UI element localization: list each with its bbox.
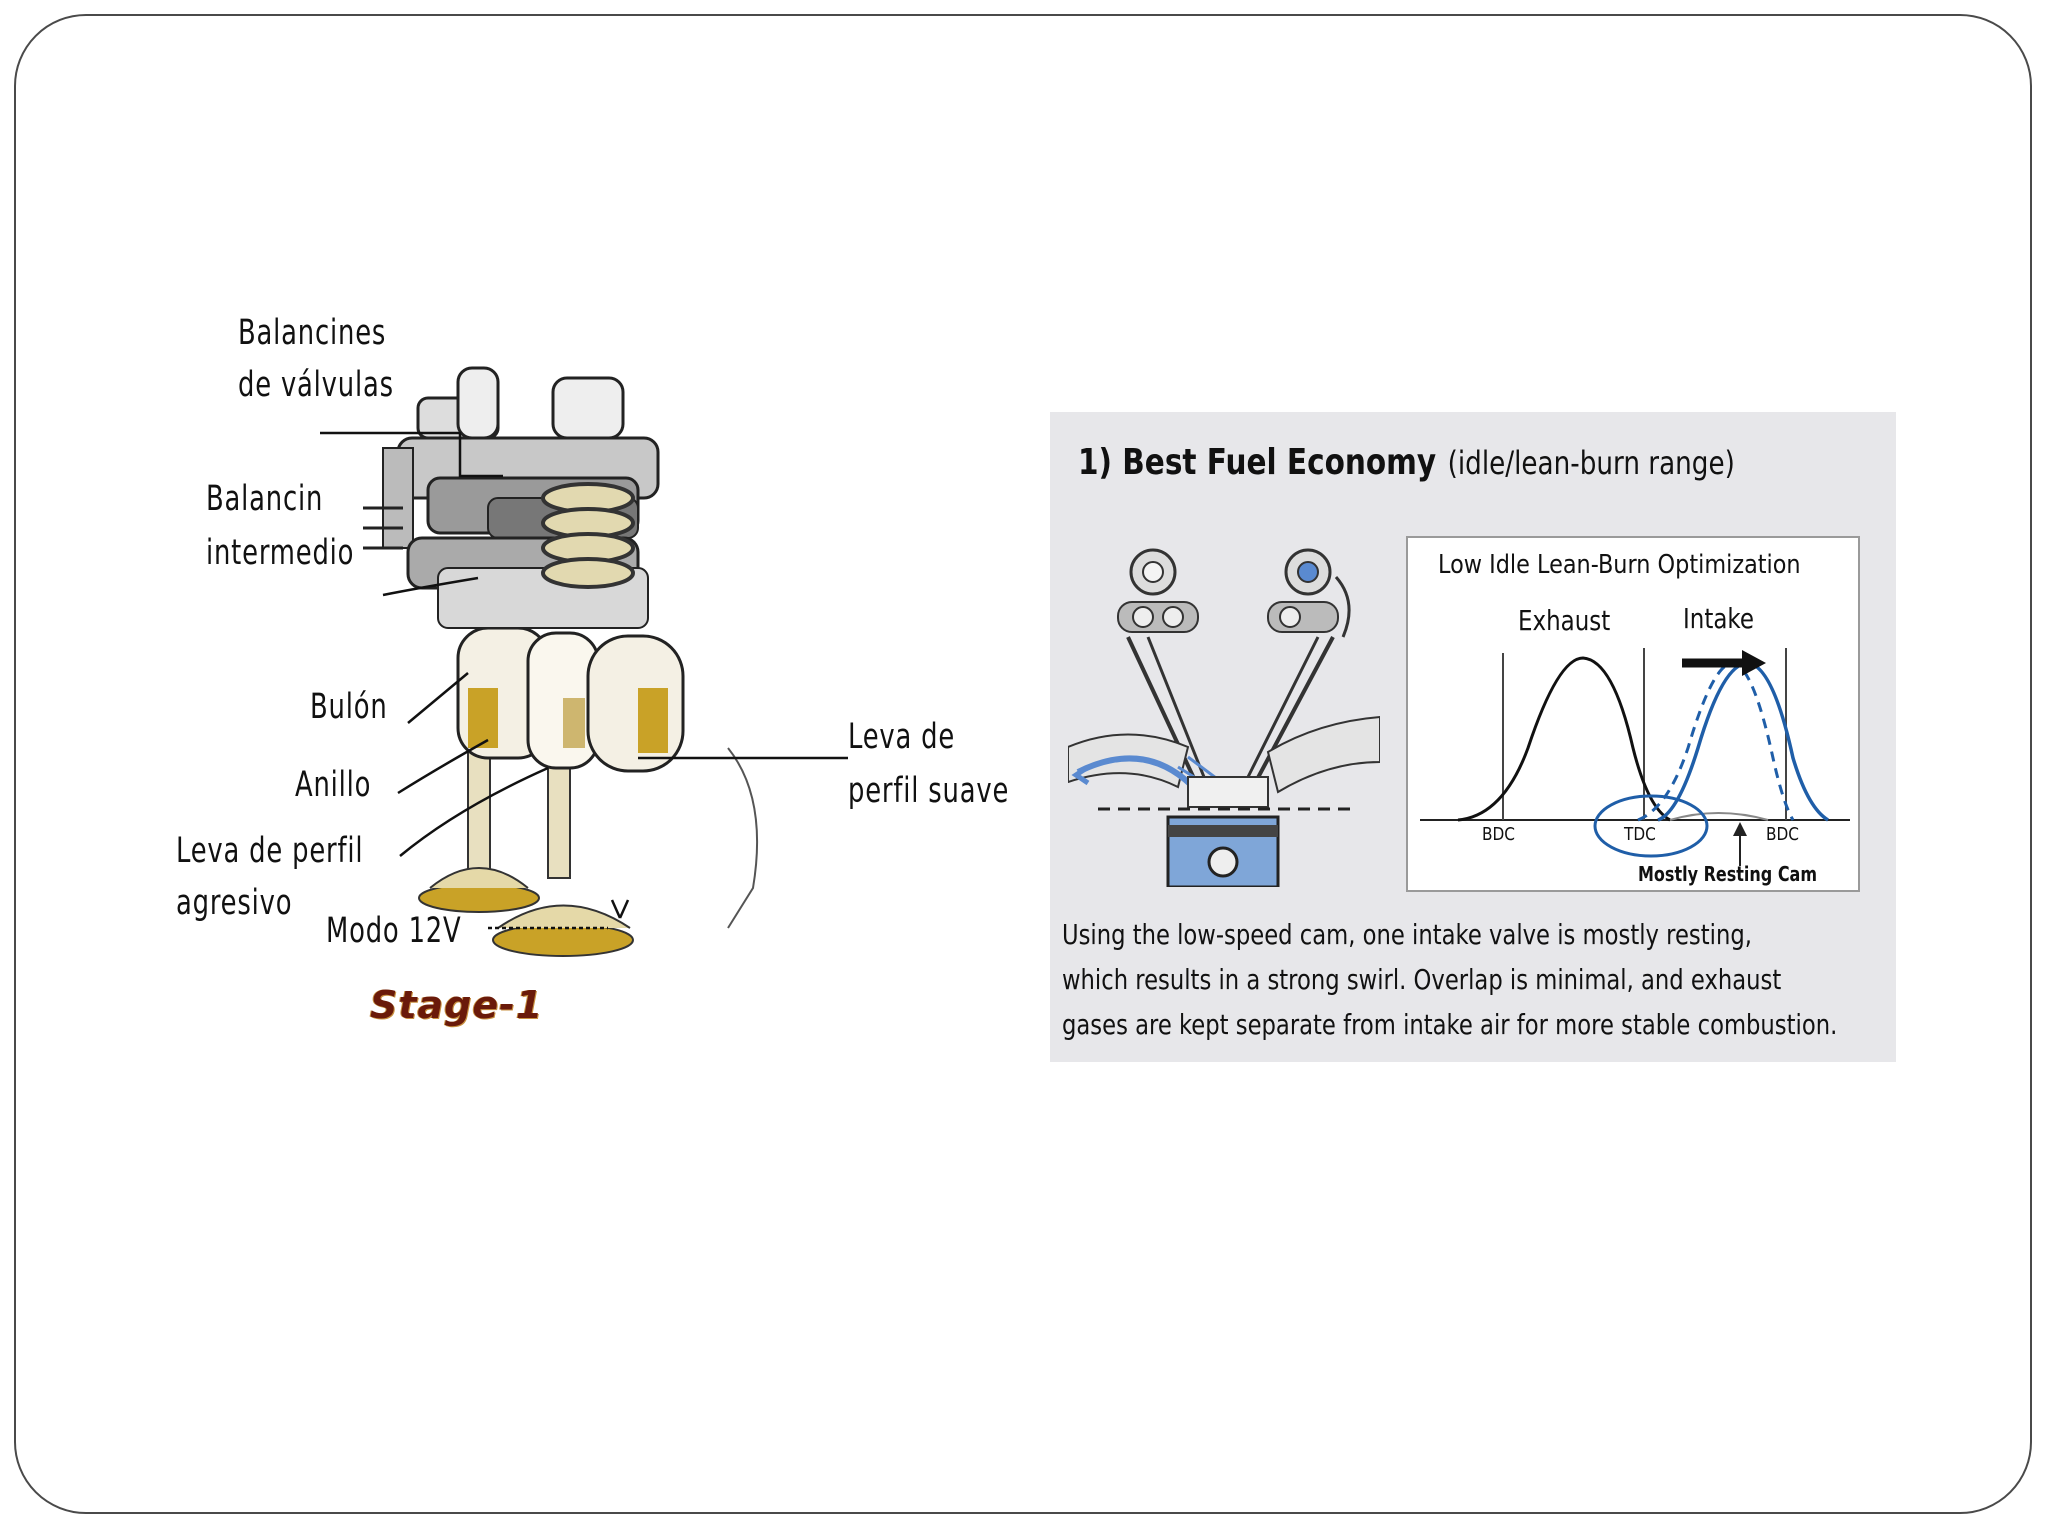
label-leva-agresivo-line2: agresivo [176, 882, 292, 924]
label-modo: Modo 12V [326, 910, 462, 952]
panel-caption: Using the low-speed cam, one intake valv… [1062, 912, 1872, 1047]
exhaust-label: Exhaust [1518, 604, 1610, 637]
valve-lift-graph: Low Idle Lean-Burn Optimization Exhaust … [1406, 536, 1860, 892]
panel-subtitle: (idle/lean-burn range) [1448, 444, 1735, 482]
label-balancines-line1: Balancines [238, 312, 386, 354]
stage-label: Stage-1 [370, 983, 543, 1027]
resting-cam-curve [1670, 813, 1768, 820]
label-balancines-line2: de válvulas [238, 364, 394, 406]
resting-arrow [1733, 822, 1747, 836]
panel-title: 1) Best Fuel Economy (idle/lean-burn rang… [1078, 442, 1735, 483]
caption-line-2: which results in a strong swirl. Overlap… [1062, 957, 1872, 1002]
fuel-economy-panel: 1) Best Fuel Economy (idle/lean-burn rang… [1050, 412, 1896, 1062]
tick-tdc: TDC [1624, 824, 1656, 845]
cam-lobes [458, 628, 683, 771]
label-balancin-line2: intermedio [206, 532, 354, 574]
rocker-cam-illustration [168, 328, 1058, 1048]
caption-line-3: gases are kept separate from intake air … [1062, 1002, 1872, 1047]
label-leva-agresivo-line1: Leva de perfil [176, 830, 363, 872]
tick-bdc-right: BDC [1766, 824, 1799, 845]
resting-cam-note: Mostly Resting Cam [1638, 862, 1817, 886]
label-balancin-line1: Balancin [206, 478, 323, 520]
intake-label: Intake [1683, 602, 1754, 635]
caption-line-1: Using the low-speed cam, one intake valv… [1062, 912, 1872, 957]
label-leva-suave-line1: Leva de [848, 716, 955, 758]
panel-title-text: 1) Best Fuel Economy [1078, 442, 1436, 483]
engine-cross-section-svg [1068, 547, 1380, 887]
tick-bdc-left: BDC [1482, 824, 1515, 845]
engine-cross-section [1068, 547, 1380, 887]
vtec-assembly-figure: Balancines de válvulas Balancin intermed… [168, 328, 1058, 1048]
intake-curve [1658, 663, 1828, 820]
label-anillo: Anillo [295, 764, 371, 806]
label-bulon: Bulón [310, 686, 388, 728]
label-leva-suave-line2: perfil suave [848, 770, 1009, 812]
